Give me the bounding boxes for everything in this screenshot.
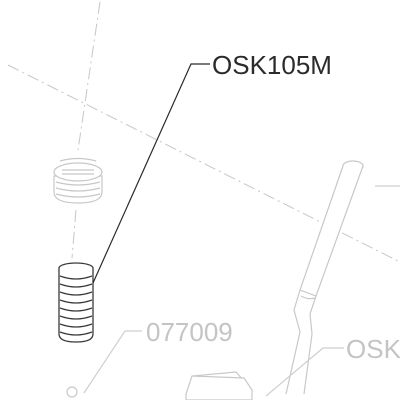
label-077009: 077009 [146, 317, 233, 347]
leader-osk105m [92, 63, 210, 284]
vertical-axis-line-lower [71, 209, 77, 259]
label-osk105m: OSK105M [212, 50, 332, 80]
label-osk-partial: OSK [346, 334, 400, 364]
pin-plunger [285, 160, 364, 395]
leader-077009 [83, 330, 142, 394]
coil-spring-osk105m [58, 262, 94, 343]
assembly-axis-line [7, 64, 400, 263]
slotted-set-screw [53, 157, 103, 204]
part-fragment [66, 386, 78, 398]
vertical-axis-line [77, 1, 101, 151]
bottom-block [185, 371, 253, 400]
leader-osk [265, 347, 344, 397]
